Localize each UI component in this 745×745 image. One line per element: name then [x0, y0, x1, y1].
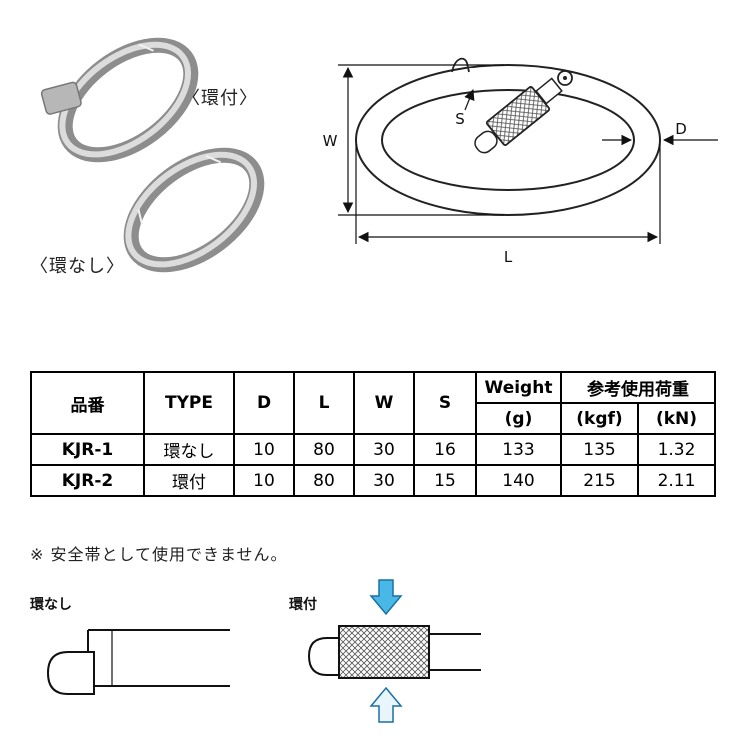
cell-weight: 133 [475, 433, 562, 466]
header-load: 参考使用荷重 [560, 371, 716, 404]
cell-part: KJR-2 [30, 464, 145, 497]
header-l: L [293, 371, 355, 435]
carabiner-without-ring [123, 147, 265, 273]
gate-detail-with-ring [307, 579, 481, 723]
dimension-l [355, 144, 661, 244]
screw-up-arrow-icon [369, 686, 403, 723]
gate-neck [535, 77, 563, 105]
spec-table: 品番 TYPE D L W S Weight 参考使用荷重 (g) (kgf) … [30, 371, 716, 497]
dimension-w [338, 64, 504, 216]
nose-hook [451, 57, 470, 73]
cell-kn: 1.32 [637, 433, 716, 466]
header-d: D [233, 371, 295, 435]
cell-d: 10 [233, 433, 295, 466]
cell-l: 80 [293, 433, 355, 466]
header-s: S [413, 371, 477, 435]
gate-gap [460, 68, 482, 90]
gate-detail-without-ring [46, 629, 230, 695]
photo-label-with-ring: 〈環付〉 [182, 88, 258, 109]
cell-s: 16 [413, 433, 477, 466]
cell-type: 環なし [143, 433, 235, 466]
detail-label-with-ring: 環付 [289, 597, 317, 613]
gate-nose [307, 637, 346, 676]
dim-label-s: S [455, 110, 465, 128]
dim-label-d: D [675, 120, 687, 138]
cell-kn: 2.11 [637, 464, 716, 497]
knurled-lock-sleeve [338, 625, 430, 679]
header-weight: Weight [475, 371, 562, 404]
knurled-sleeve [485, 86, 551, 146]
product-photo-carabiners [40, 37, 265, 273]
cell-part: KJR-1 [30, 433, 145, 466]
screw-gate [474, 70, 573, 154]
gate-tip [474, 130, 498, 154]
cell-w: 30 [353, 433, 415, 466]
header-row-1: 品番 TYPE D L W S Weight 参考使用荷重 [30, 371, 716, 435]
cell-weight: 140 [475, 464, 562, 497]
header-type: TYPE [143, 371, 235, 435]
dim-label-w: W [323, 132, 338, 150]
screw-down-arrow-icon [369, 579, 403, 616]
cell-type: 環付 [143, 464, 235, 497]
dimension-diagram: W L D S [323, 57, 718, 266]
carabiner-with-ring [40, 37, 199, 163]
warning-note: ※ 安全帯として使用できません。 [30, 545, 288, 564]
photo-label-without-ring: 〈環なし〉 [30, 256, 125, 277]
header-w: W [353, 371, 415, 435]
header-load-kn: (kN) [637, 402, 716, 435]
cell-l: 80 [293, 464, 355, 497]
table-row: KJR-1 環なし 10 80 30 16 133 135 1.32 [30, 433, 716, 466]
gate-nose [46, 651, 95, 695]
cell-d: 10 [233, 464, 295, 497]
header-load-kgf: (kgf) [560, 402, 639, 435]
table-row: KJR-2 環付 10 80 30 15 140 215 2.11 [30, 464, 716, 497]
cell-s: 15 [413, 464, 477, 497]
cell-kgf: 135 [560, 433, 639, 466]
dim-label-l: L [504, 248, 513, 266]
header-part: 品番 [30, 371, 145, 435]
dimension-s-arrow [464, 88, 475, 111]
cell-w: 30 [353, 464, 415, 497]
gate-pivot-pin [563, 76, 567, 80]
header-weight-unit: (g) [475, 402, 562, 435]
detail-label-without-ring: 環なし [30, 597, 72, 613]
cell-kgf: 215 [560, 464, 639, 497]
header-row-2: (g) (kgf) (kN) [31, 402, 716, 435]
lock-sleeve [40, 81, 82, 115]
